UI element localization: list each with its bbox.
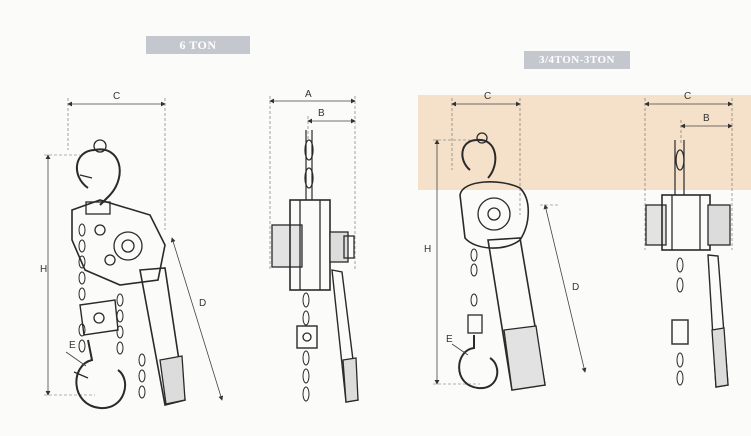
dim-h-small: H	[424, 244, 431, 255]
dim-h-six-ton: H	[40, 264, 47, 275]
dim-c-six-ton: C	[113, 91, 120, 102]
dim-b-small-side: B	[703, 113, 710, 124]
highlight-band	[418, 95, 751, 190]
title-3-4-to-3-ton: 3/4TON-3TON	[524, 51, 630, 69]
small-front-view	[433, 98, 587, 391]
small-side-view	[644, 98, 733, 388]
dim-c-small-side: C	[684, 91, 691, 102]
dim-e-small: E	[446, 334, 453, 345]
dim-d-small: D	[572, 282, 579, 293]
six-ton-side-view	[269, 96, 359, 403]
dim-e-six-ton: E	[69, 340, 76, 351]
dim-c-small-front: C	[484, 91, 491, 102]
six-ton-front-view	[44, 98, 224, 410]
title-6-ton: 6 TON	[146, 36, 250, 54]
dim-d-six-ton: D	[199, 298, 206, 309]
dim-a-six-ton: A	[305, 89, 312, 100]
dim-b-six-ton: B	[318, 108, 325, 119]
